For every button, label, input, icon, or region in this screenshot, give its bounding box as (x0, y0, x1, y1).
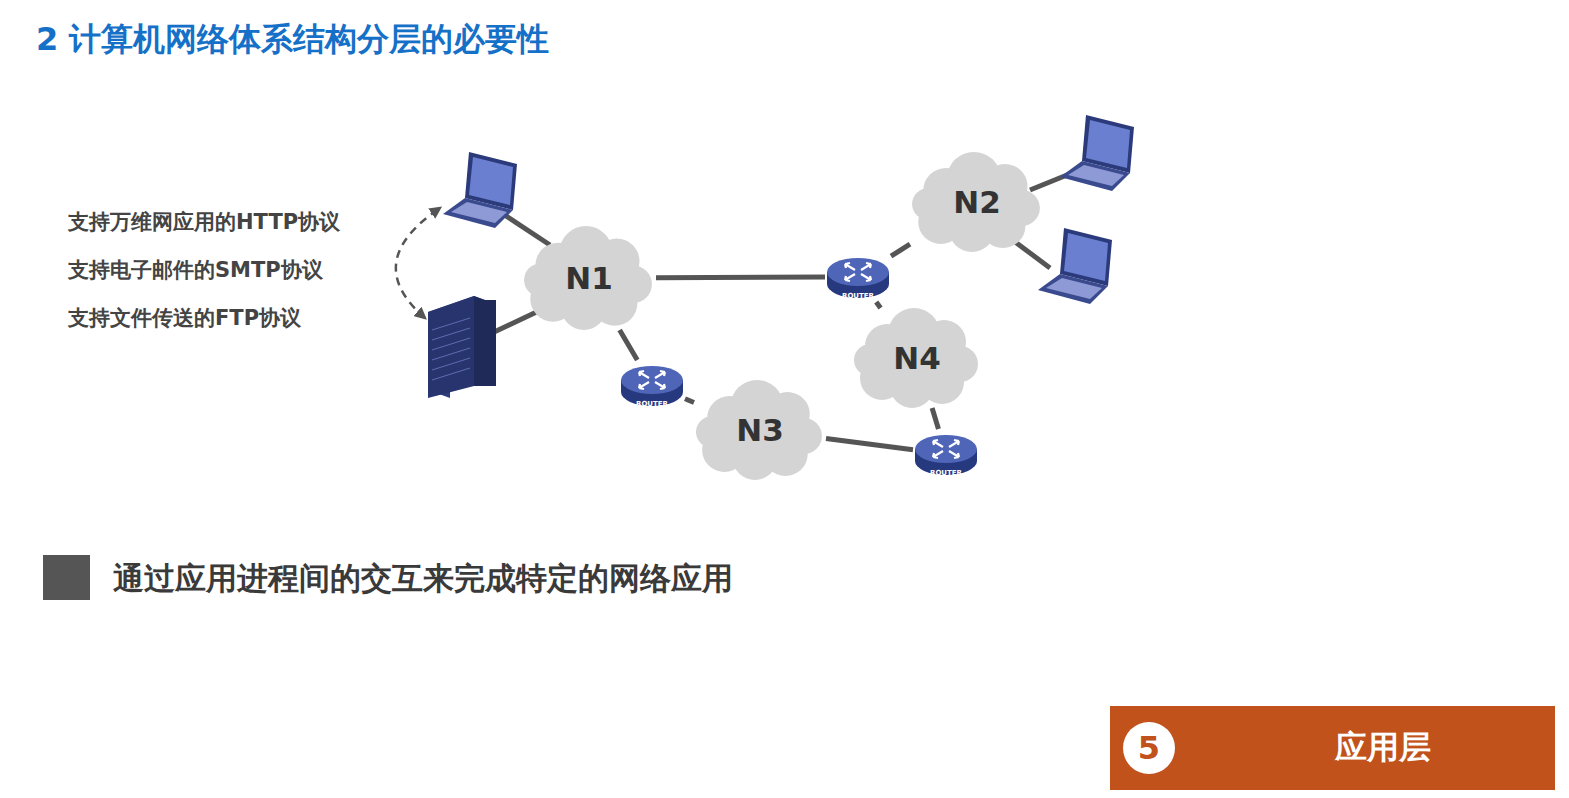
router-arrow (861, 274, 871, 281)
protocol-note: 支持文件传送的FTP协议 (68, 304, 301, 332)
router-arrow (949, 440, 959, 447)
router-arrows (845, 263, 871, 281)
node-text-wrap: N1 (522, 226, 656, 330)
cloud-puff (556, 247, 622, 314)
router-top (827, 258, 889, 286)
laptop-icon (1060, 115, 1134, 191)
router-arrow (933, 440, 943, 447)
cloud-label: N4 (893, 340, 941, 376)
router-label: ROUTER (636, 400, 668, 408)
router: ROUTER (913, 429, 979, 479)
router-label: ROUTER (930, 469, 962, 477)
cloud-puff (944, 172, 1010, 236)
router: ROUTER (825, 252, 891, 302)
cloud-puff (885, 328, 949, 392)
node-text-wrap: ROUTER (825, 252, 891, 302)
laptop-icon (443, 152, 517, 228)
network-link (932, 408, 938, 429)
network-link (826, 439, 913, 450)
cloud-puff (524, 263, 557, 296)
node-text-wrap: ROUTER (913, 429, 979, 479)
router-arrow (933, 451, 943, 458)
node-text-wrap: N2 (910, 152, 1044, 252)
router-arrow (655, 371, 665, 378)
cloud-puff (728, 400, 793, 464)
router: ROUTER (619, 360, 685, 410)
router-arrows (933, 440, 959, 458)
router-arrow (639, 371, 649, 378)
cloud-label: N2 (953, 184, 1001, 220)
network-cloud: N2 (910, 152, 1044, 252)
bullet-square (43, 555, 90, 600)
layer-name: 应用层 (1230, 706, 1535, 790)
router-top (915, 435, 977, 463)
node-text-wrap: N4 (852, 308, 982, 408)
cloud-puff (696, 416, 728, 448)
network-cloud: N4 (852, 308, 982, 408)
layer-band: 5 应用层 (1110, 706, 1555, 790)
protocol-note: 支持电子邮件的SMTP协议 (68, 256, 323, 284)
dashed-arrow (396, 208, 440, 318)
router-arrow (655, 382, 665, 389)
network-cloud: N1 (522, 226, 656, 330)
router-arrow (949, 451, 959, 458)
laptop-icon (1038, 228, 1112, 304)
router-arrow (861, 263, 871, 270)
network-link (620, 330, 638, 360)
network-link (656, 275, 825, 281)
network-link (891, 244, 910, 256)
network-cloud: N3 (694, 380, 826, 480)
router-top (621, 366, 683, 394)
bullet-text: 通过应用进程间的交互来完成特定的网络应用 (113, 558, 733, 600)
node-text-wrap: N3 (694, 380, 826, 480)
cloud-puff (854, 344, 886, 376)
router-arrows (639, 371, 665, 389)
router-label: ROUTER (842, 292, 874, 300)
host-wire (492, 173, 1072, 333)
title: 2 计算机网络体系结构分层的必要性 (36, 18, 549, 62)
cloud-label: N3 (736, 412, 784, 448)
node-text-wrap: ROUTER (619, 360, 685, 410)
layer-number: 5 (1123, 722, 1175, 774)
protocol-note: 支持万维网应用的HTTP协议 (68, 208, 340, 236)
network-link (685, 399, 694, 403)
server-icon (428, 296, 496, 398)
network-link (876, 302, 880, 308)
cloud-puff (912, 188, 945, 220)
cloud-label: N1 (565, 260, 613, 296)
router-arrow (845, 274, 855, 281)
router-arrow (845, 263, 855, 270)
router-arrow (639, 382, 649, 389)
